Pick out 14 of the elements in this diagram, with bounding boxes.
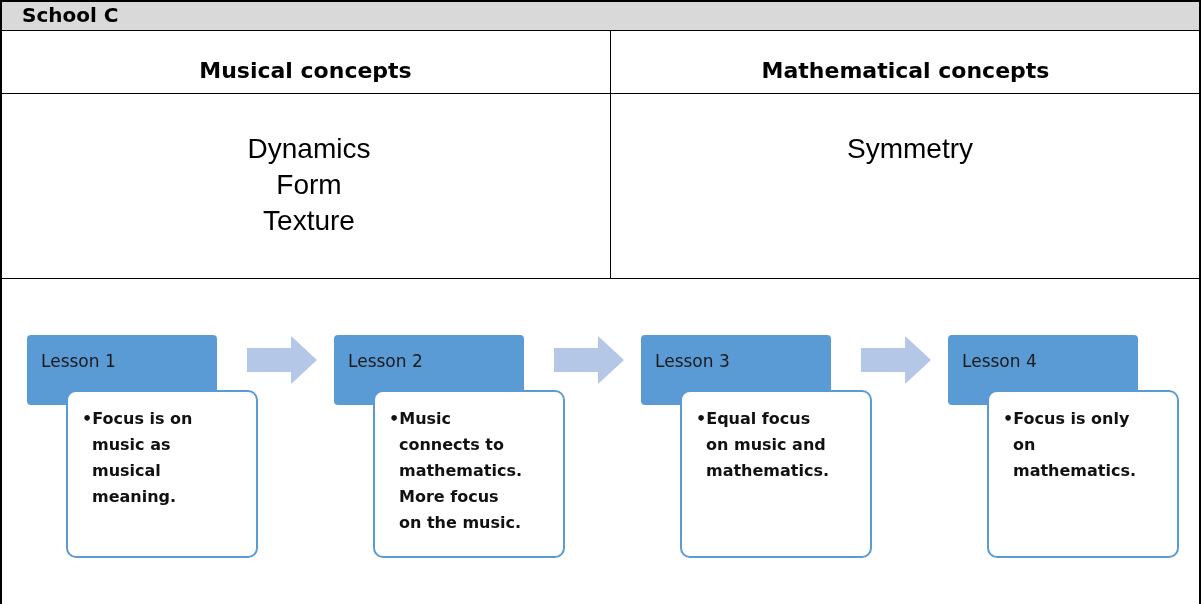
- arrow: [554, 336, 624, 384]
- concept-label: Texture: [263, 205, 355, 236]
- concept-label: Form: [276, 169, 342, 200]
- table-title: School C: [22, 3, 119, 27]
- bullet-text: •Focus is on music as musical meaning.: [82, 408, 194, 508]
- concept-label: Dynamics: [247, 133, 371, 164]
- column-heading: Musical concepts: [199, 58, 412, 83]
- bullet-text: •Equal focus on music and mathematics.: [696, 408, 830, 482]
- bullet-text: •Focus is only on mathematics.: [1003, 408, 1137, 482]
- bullet-text: •Music connects to mathematics. More focus on the music.: [389, 408, 523, 534]
- arrow: [861, 336, 931, 384]
- concept-label: Symmetry: [847, 133, 973, 164]
- arrow: [247, 336, 317, 384]
- column-heading: Mathematical concepts: [761, 58, 1050, 83]
